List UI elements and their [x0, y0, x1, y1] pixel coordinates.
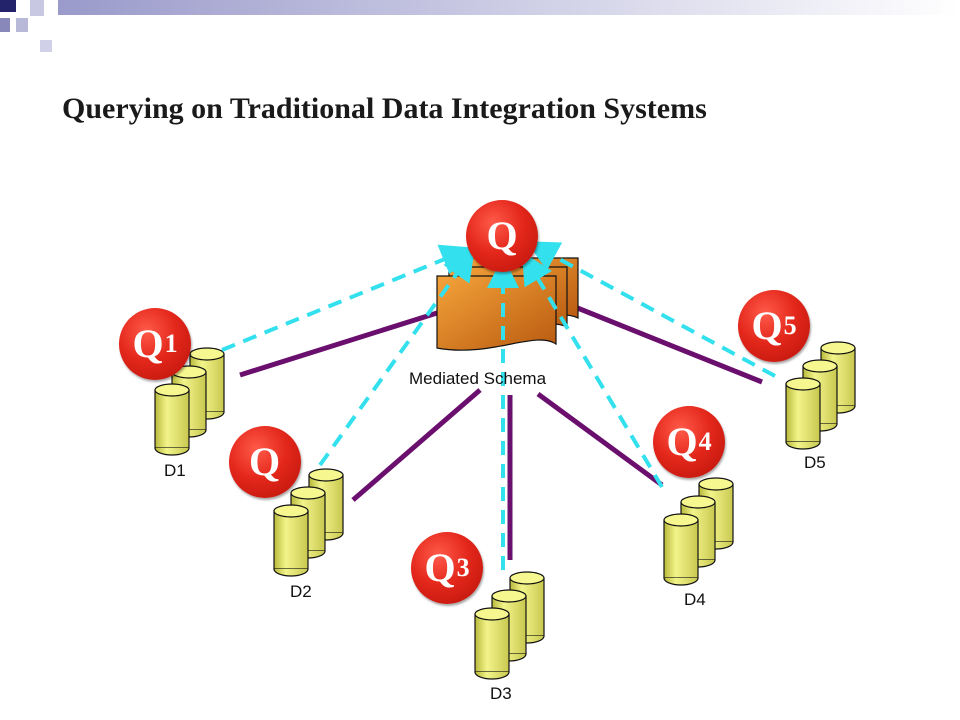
mapping-line-d5 [569, 302, 763, 385]
mapping-line-d1 [239, 310, 438, 378]
corner-decoration [0, 0, 960, 52]
database-d4-icon [664, 478, 733, 585]
database-d5-icon [786, 342, 855, 449]
query-arrow-d1 [221, 244, 474, 352]
query-arrows [221, 241, 776, 570]
source-label-d4: D4 [684, 590, 706, 609]
slide-title: Querying on Traditional Data Integration… [62, 92, 707, 125]
query-arrow-d2 [318, 248, 475, 467]
source-label-d1: D1 [164, 461, 186, 480]
mapping-line-d4 [536, 391, 664, 488]
query-ball-main: Q [466, 200, 538, 272]
mapping-line-d2 [351, 388, 482, 502]
source-label-d5: D5 [804, 453, 826, 472]
query-arrow-d4 [521, 251, 664, 489]
source-label-d3: D3 [490, 684, 512, 703]
database-d3-icon [475, 572, 544, 679]
source-label-d2: D2 [290, 582, 312, 601]
mediated-schema-label: Mediated Schema [409, 369, 547, 388]
mapping-lines [239, 302, 763, 560]
query-ball-d2: Q [229, 426, 301, 498]
